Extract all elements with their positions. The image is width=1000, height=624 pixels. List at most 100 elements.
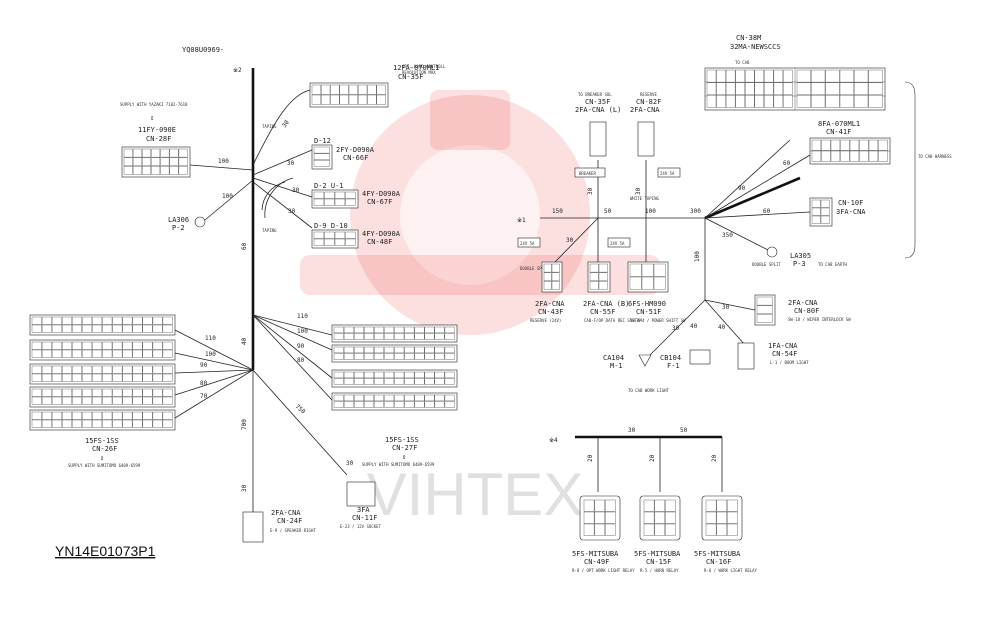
- pin-cell: [434, 333, 445, 340]
- pin-cell: [854, 95, 869, 108]
- pin-cell: [404, 394, 415, 402]
- pin-cell: [62, 316, 72, 325]
- pin-cell: [132, 411, 143, 420]
- pin-cell: [424, 394, 435, 402]
- pin-cell: [364, 371, 374, 379]
- pin-cell: [102, 419, 113, 428]
- connector-cn82f: RESERVE CN-82F 2FA-CNA 24V 5A: [630, 92, 681, 178]
- pin-cell: [152, 419, 163, 428]
- pin-cell: [162, 411, 173, 420]
- pin-cell: [444, 371, 455, 379]
- pin-cell: [643, 511, 655, 524]
- wire-length: 50: [680, 427, 688, 434]
- pin-cell: [339, 84, 349, 95]
- pin-cell: [868, 69, 883, 83]
- connector-id: CN-27F: [392, 444, 417, 452]
- supply-note: SUPPLY WITH SUMITOMO 6409-6599: [362, 462, 435, 467]
- pin-cell: [444, 353, 455, 360]
- pin-cell: [367, 84, 377, 95]
- pin-cell: [162, 341, 173, 350]
- pin-cell: [31, 365, 42, 374]
- pin-cell: [404, 333, 415, 340]
- wire-length: 30: [346, 460, 354, 467]
- pin-cell: [374, 371, 384, 379]
- pin-cell: [51, 349, 62, 358]
- pin-cell: [343, 326, 354, 334]
- pin-cell: [112, 316, 123, 325]
- pin-cell: [102, 341, 113, 350]
- connector-id: CN-10F: [838, 199, 863, 207]
- pin-cell: [364, 394, 374, 402]
- pin-cell: [434, 346, 445, 354]
- pin-cell: [444, 333, 455, 340]
- wire-length: 60: [783, 160, 791, 167]
- connector-pin: D-2 U-1: [314, 182, 344, 190]
- pin-cell: [745, 82, 755, 95]
- terminal-pin: F-1: [667, 362, 680, 370]
- pin-cell: [152, 316, 163, 325]
- pin-cell: [404, 353, 415, 360]
- pin-cell: [358, 94, 368, 105]
- pin-cell: [160, 148, 170, 158]
- pin-cell: [132, 419, 143, 428]
- pin-cell: [51, 411, 62, 420]
- pin-cell: [62, 396, 72, 405]
- pin-cell: [123, 148, 133, 158]
- pin-cell: [41, 324, 52, 333]
- pin-cell: [840, 150, 850, 162]
- pin-cell: [384, 378, 395, 385]
- pin-cell: [142, 365, 153, 374]
- pin-cell: [112, 365, 123, 374]
- pin-cell: [122, 341, 133, 350]
- pin-cell: [543, 263, 552, 273]
- pin-cell: [41, 396, 52, 405]
- wire-length: 40: [690, 323, 698, 330]
- wire-length: 350: [722, 232, 733, 239]
- pin-cell: [334, 198, 346, 206]
- connector-cn24f: 2FA-CNA CN-24F E-9 / SPEAKER RIGHT: [242, 509, 316, 543]
- pin-cell: [434, 401, 445, 408]
- pin-cell: [364, 401, 374, 408]
- pin-cell: [444, 394, 455, 402]
- pin-cell: [112, 324, 123, 333]
- wire-length: 50: [604, 208, 612, 215]
- pin-cell: [783, 95, 793, 108]
- pin-cell: [112, 388, 123, 397]
- pin-cell: [333, 326, 344, 334]
- connector-id: CN-28F: [146, 135, 171, 143]
- pin-cell: [878, 139, 888, 151]
- pin-cell: [345, 238, 356, 246]
- pin-cell: [706, 82, 717, 95]
- connector-type: 2FA-CNA: [630, 106, 660, 114]
- taping-label: TAPING: [262, 228, 277, 233]
- wire-tag: BREAKER: [579, 171, 596, 176]
- pin-cell: [594, 499, 605, 512]
- pin-cell: [41, 373, 52, 382]
- pin-cell: [665, 511, 676, 524]
- wire-length: 90: [200, 362, 208, 369]
- pin-cell: [345, 231, 356, 239]
- wire-tag: 24V 5A: [520, 241, 535, 246]
- pin-cell: [589, 272, 599, 281]
- pin-cell: [598, 281, 608, 290]
- pin-cell: [654, 499, 665, 512]
- pin-cell: [543, 272, 552, 281]
- pin-cell: [178, 157, 188, 166]
- pin-cell: [653, 276, 666, 290]
- pin-cell: [122, 396, 133, 405]
- pin-cell: [82, 316, 93, 325]
- wire-length: 20: [649, 454, 656, 462]
- pin-cell: [112, 396, 123, 405]
- pin-cell: [424, 326, 435, 334]
- pin-cell: [102, 396, 113, 405]
- pin-cell: [825, 69, 840, 83]
- pin-cell: [324, 238, 335, 246]
- connector-id: CN-41F: [826, 128, 851, 136]
- pin-cell: [151, 157, 161, 166]
- pin-cell: [162, 324, 173, 333]
- pin-cell: [374, 346, 384, 354]
- pin-cell: [333, 401, 344, 408]
- pin-cell: [334, 238, 346, 246]
- pin-cell: [132, 373, 143, 382]
- pin-cell: [330, 94, 340, 105]
